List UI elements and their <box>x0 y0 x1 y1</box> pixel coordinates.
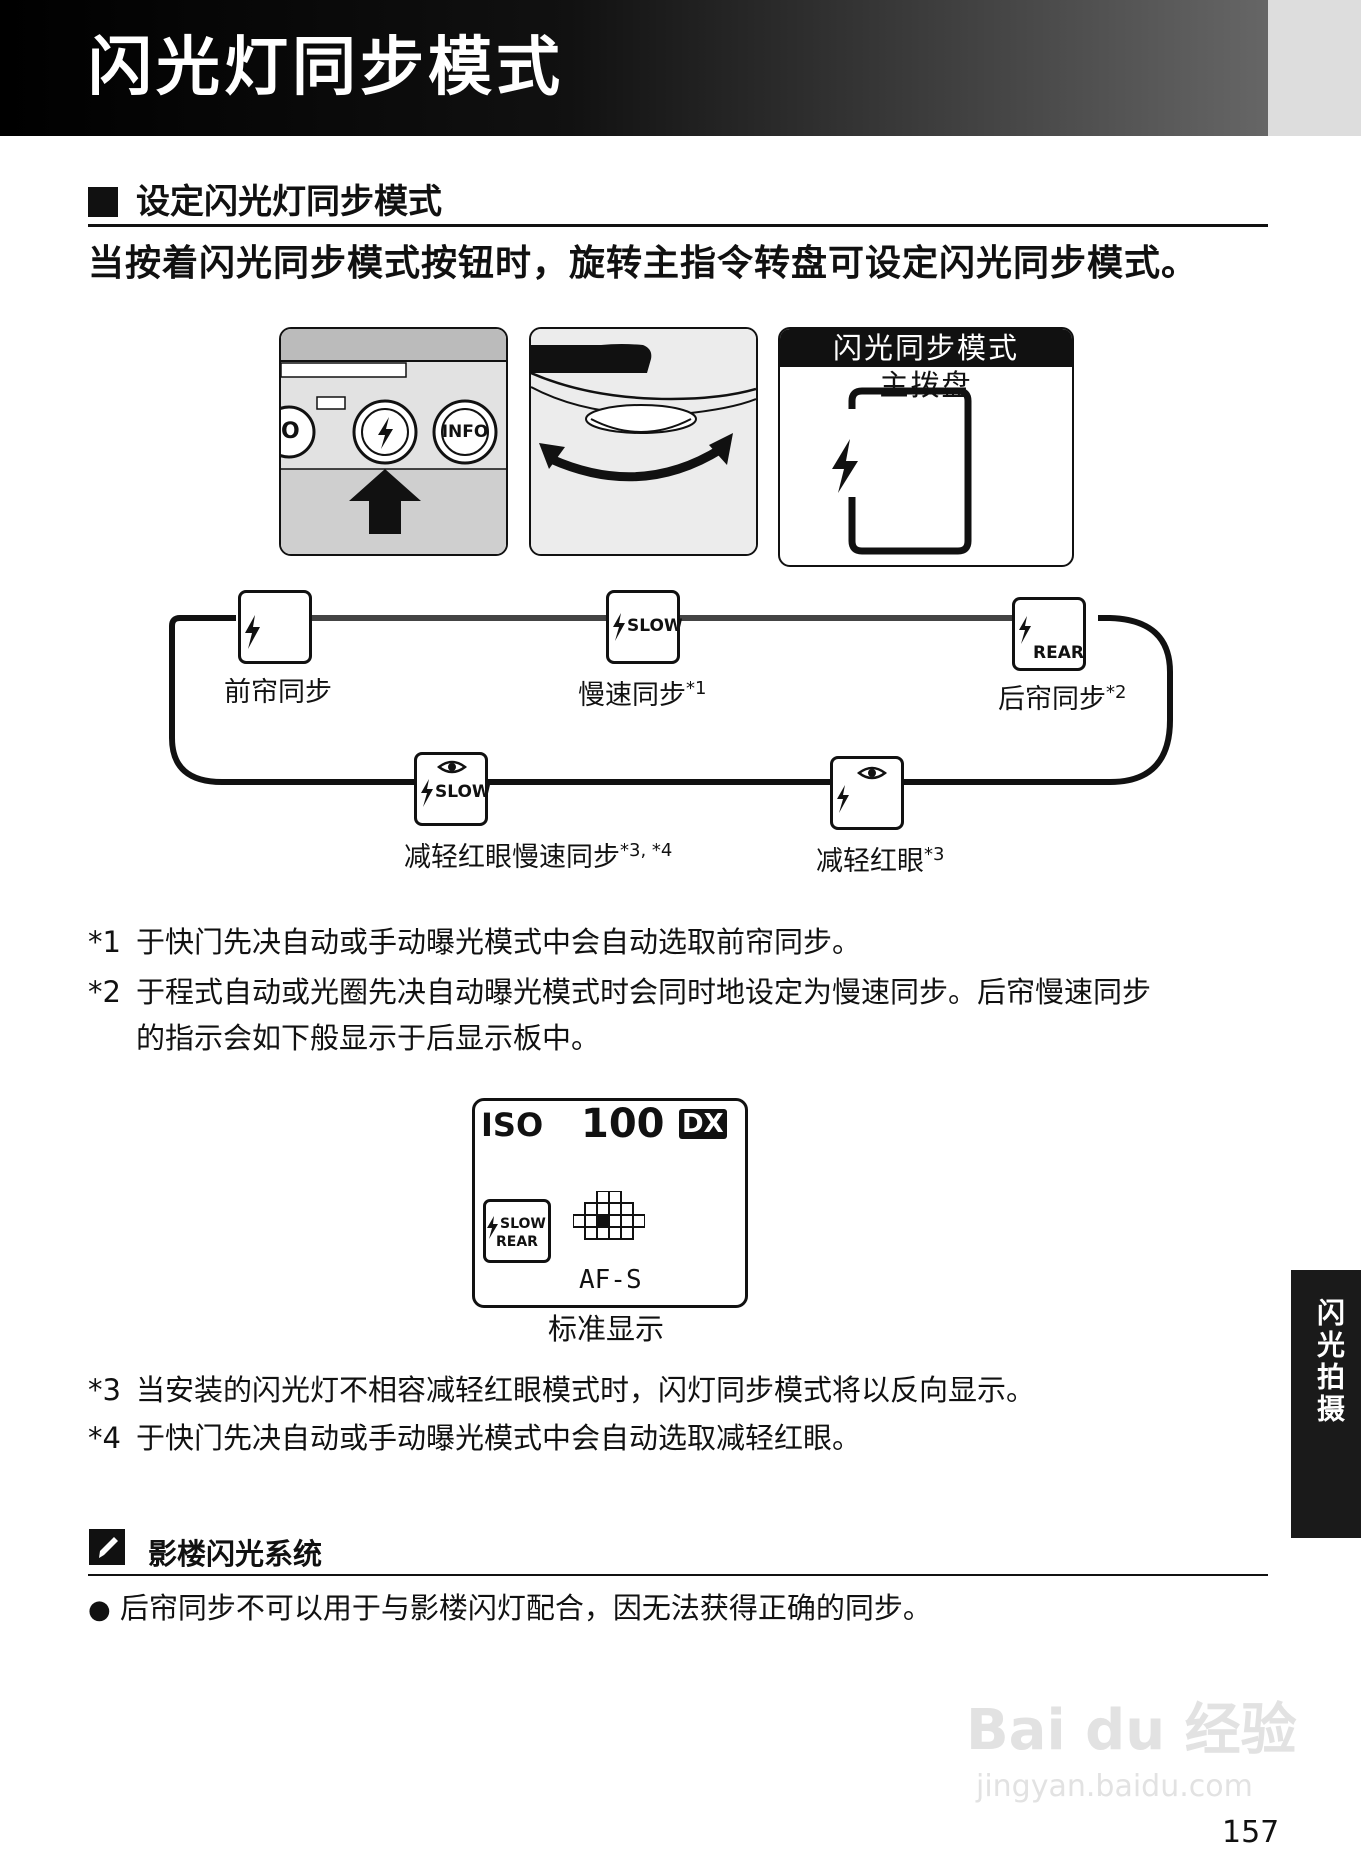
info-button-label: INFO <box>441 422 489 442</box>
iso-label: ISO <box>481 1106 544 1144</box>
front-curtain-sync-icon <box>238 590 312 664</box>
dial-svg <box>531 329 756 554</box>
rear-curtain-sync-label: 后帘同步*2 <box>998 682 1127 715</box>
note-title: 影楼闪光系统 <box>148 1537 323 1571</box>
camera-body-svg <box>281 329 506 554</box>
page-number: 157 <box>1222 1815 1280 1850</box>
baidu-watermark: Bai du 经验 <box>966 1698 1297 1763</box>
lcd-caption: 标准显示 <box>548 1312 665 1346</box>
slow-rear-sync-indicator: SLOW REAR <box>483 1199 551 1263</box>
chapter-side-tab: 闪光拍摄 <box>1291 1270 1361 1538</box>
camera-button-illustration: O INFO <box>279 327 508 556</box>
control-panel-lcd: 闪光同步模式 主拨盘 <box>778 327 1074 567</box>
note-bullet: ● 后帘同步不可以用于与影楼闪灯配合，因无法获得正确的同步。 <box>88 1588 932 1630</box>
red-eye-reduction-label: 减轻红眼*3 <box>816 844 945 877</box>
af-area-grid-icon <box>573 1191 645 1240</box>
command-dial-illustration <box>529 327 758 556</box>
section-heading: 设定闪光灯同步模式 <box>88 180 1268 227</box>
slow-sync-icon: SLOW <box>606 590 683 664</box>
iso-value: 100 <box>581 1101 665 1147</box>
lcd-flash-frame-svg <box>832 387 972 555</box>
note-heading: 影楼闪光系统 <box>88 1528 1268 1576</box>
slow-sync-footnote-ref: *1 <box>686 678 707 699</box>
red-eye-footnote-ref: *3 <box>924 844 945 865</box>
lead-paragraph: 当按着闪光同步模式按钮时，旋转主指令转盘可设定闪光同步模式。 <box>88 243 1199 284</box>
chapter-header: 闪光灯同步模式 <box>0 0 1268 136</box>
note-pencil-icon <box>89 1529 125 1565</box>
note-bullet-text: 后帘同步不可以用于与影楼闪灯配合，因无法获得正确的同步。 <box>119 1591 932 1625</box>
footnote-2-continued: 的指示会如下般显示于后显示板中。 <box>136 1021 601 1055</box>
dx-badge: DX <box>679 1109 727 1139</box>
red-eye-slow-footnote-ref: *3, *4 <box>620 840 673 861</box>
front-curtain-sync-label: 前帘同步 <box>224 677 332 708</box>
red-eye-slow-sync-label: 减轻红眼慢速同步*3, *4 <box>404 840 673 873</box>
rear-curtain-footnote-ref: *2 <box>1106 682 1127 703</box>
af-mode-label: AF-S <box>579 1265 642 1295</box>
section-title: 设定闪光灯同步模式 <box>136 182 442 222</box>
rear-control-panel: ISO 100 DX SLOW REAR AF-S <box>472 1098 748 1308</box>
rear-curtain-sync-icon: REAR <box>1012 597 1086 671</box>
header-tab-block <box>1268 0 1361 136</box>
page-title: 闪光灯同步模式 <box>88 31 564 105</box>
red-eye-slow-sync-icon: SLOW <box>414 752 491 826</box>
sync-mode-cycle-diagram <box>169 615 1173 785</box>
lcd-mode-banner: 闪光同步模式 <box>780 329 1072 367</box>
o-button-label: O <box>281 419 300 444</box>
chapter-side-tab-label: 闪光拍摄 <box>1313 1298 1346 1426</box>
red-eye-reduction-icon <box>830 756 904 830</box>
square-bullet-icon <box>88 187 118 217</box>
slow-sync-label: 慢速同步*1 <box>578 678 707 711</box>
bullet-dot-icon: ● <box>88 1595 111 1625</box>
baidu-watermark-url: jingyan.baidu.com <box>976 1769 1253 1804</box>
lcd-dial-caption: 主拨盘 <box>879 368 973 402</box>
